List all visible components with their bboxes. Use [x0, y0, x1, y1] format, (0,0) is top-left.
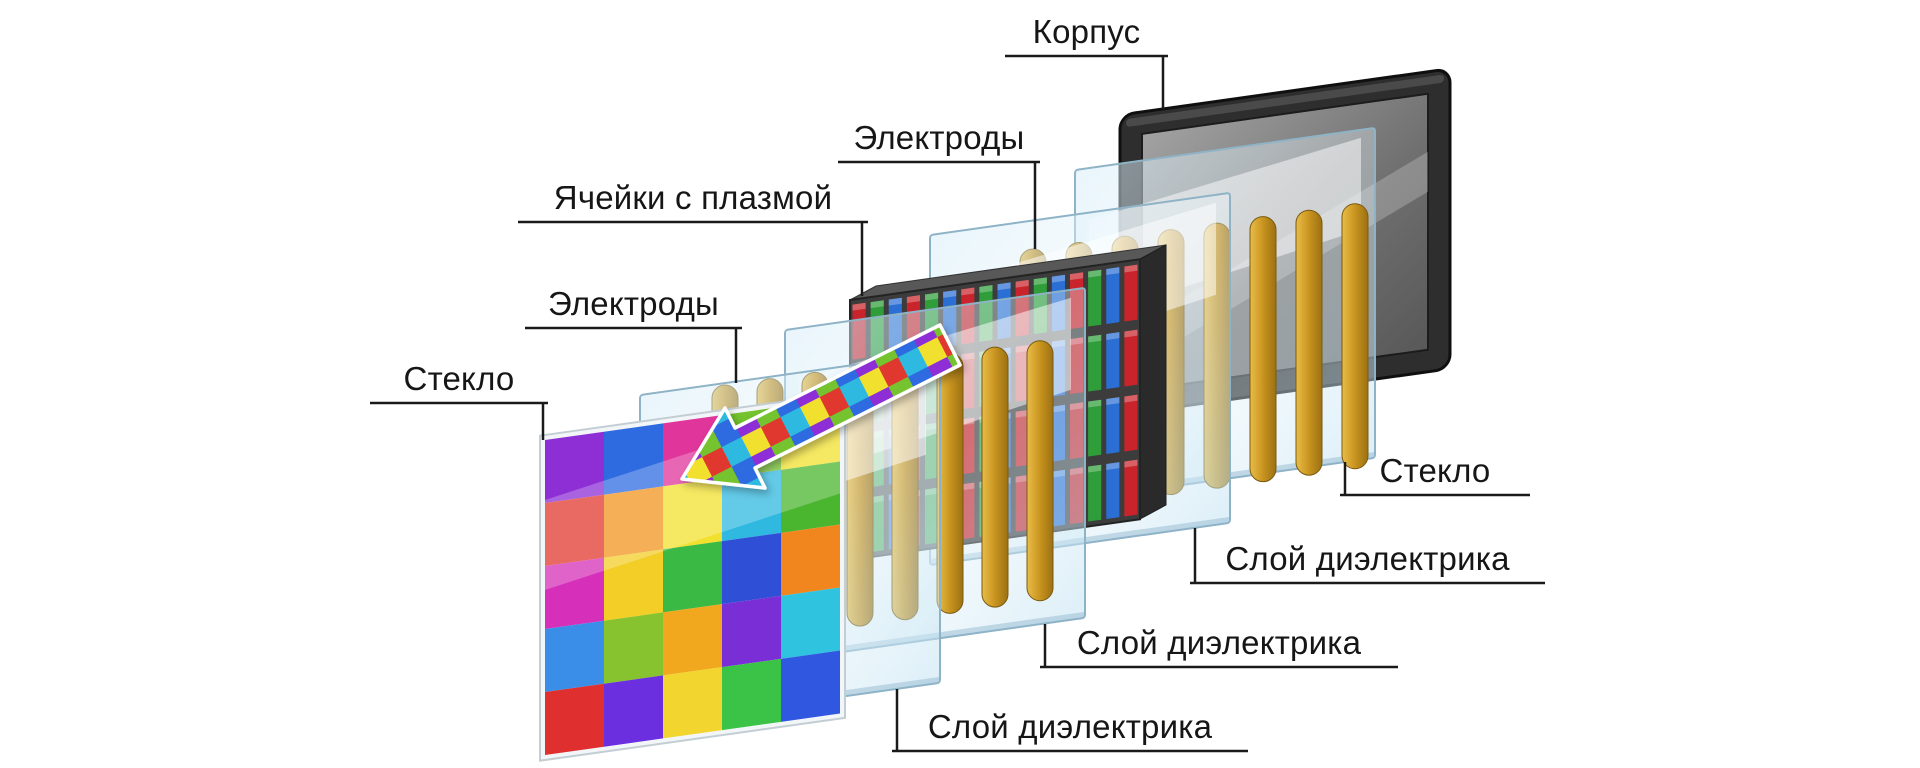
label-dielectric-back: Слой диэлектрика: [1225, 540, 1510, 577]
leader-lines: [370, 54, 1545, 753]
leader-glass-back: [1340, 462, 1530, 497]
cell-arrow: [680, 323, 962, 490]
leader-plasma-cells: [518, 220, 868, 296]
leader-dielectric-front: [892, 689, 1248, 753]
label-plasma-cells: Ячейки с плазмой: [553, 179, 833, 216]
label-korpus: Корпус: [1032, 13, 1141, 50]
front-screen: [539, 391, 846, 762]
label-dielectric-front: Слой диэлектрика: [927, 708, 1213, 745]
label-electrodes-back: Электроды: [853, 119, 1025, 156]
leader-dielectric-middle: [1040, 624, 1398, 669]
leader-dielectric-back: [1190, 528, 1545, 585]
label-glass-front: Стекло: [403, 360, 515, 397]
label-glass-back: Стекло: [1379, 452, 1491, 489]
leader-korpus: [1005, 54, 1168, 109]
leader-electrodes-back: [838, 160, 1040, 249]
leader-electrodes-front: [525, 326, 742, 383]
label-dielectric-middle: Слой диэлектрика: [1076, 624, 1362, 661]
leader-glass-front: [370, 401, 548, 440]
label-electrodes-front: Электроды: [548, 285, 719, 322]
tv-frame-highlight: [1126, 74, 1444, 127]
plasma-block-side-face: [1139, 244, 1167, 520]
